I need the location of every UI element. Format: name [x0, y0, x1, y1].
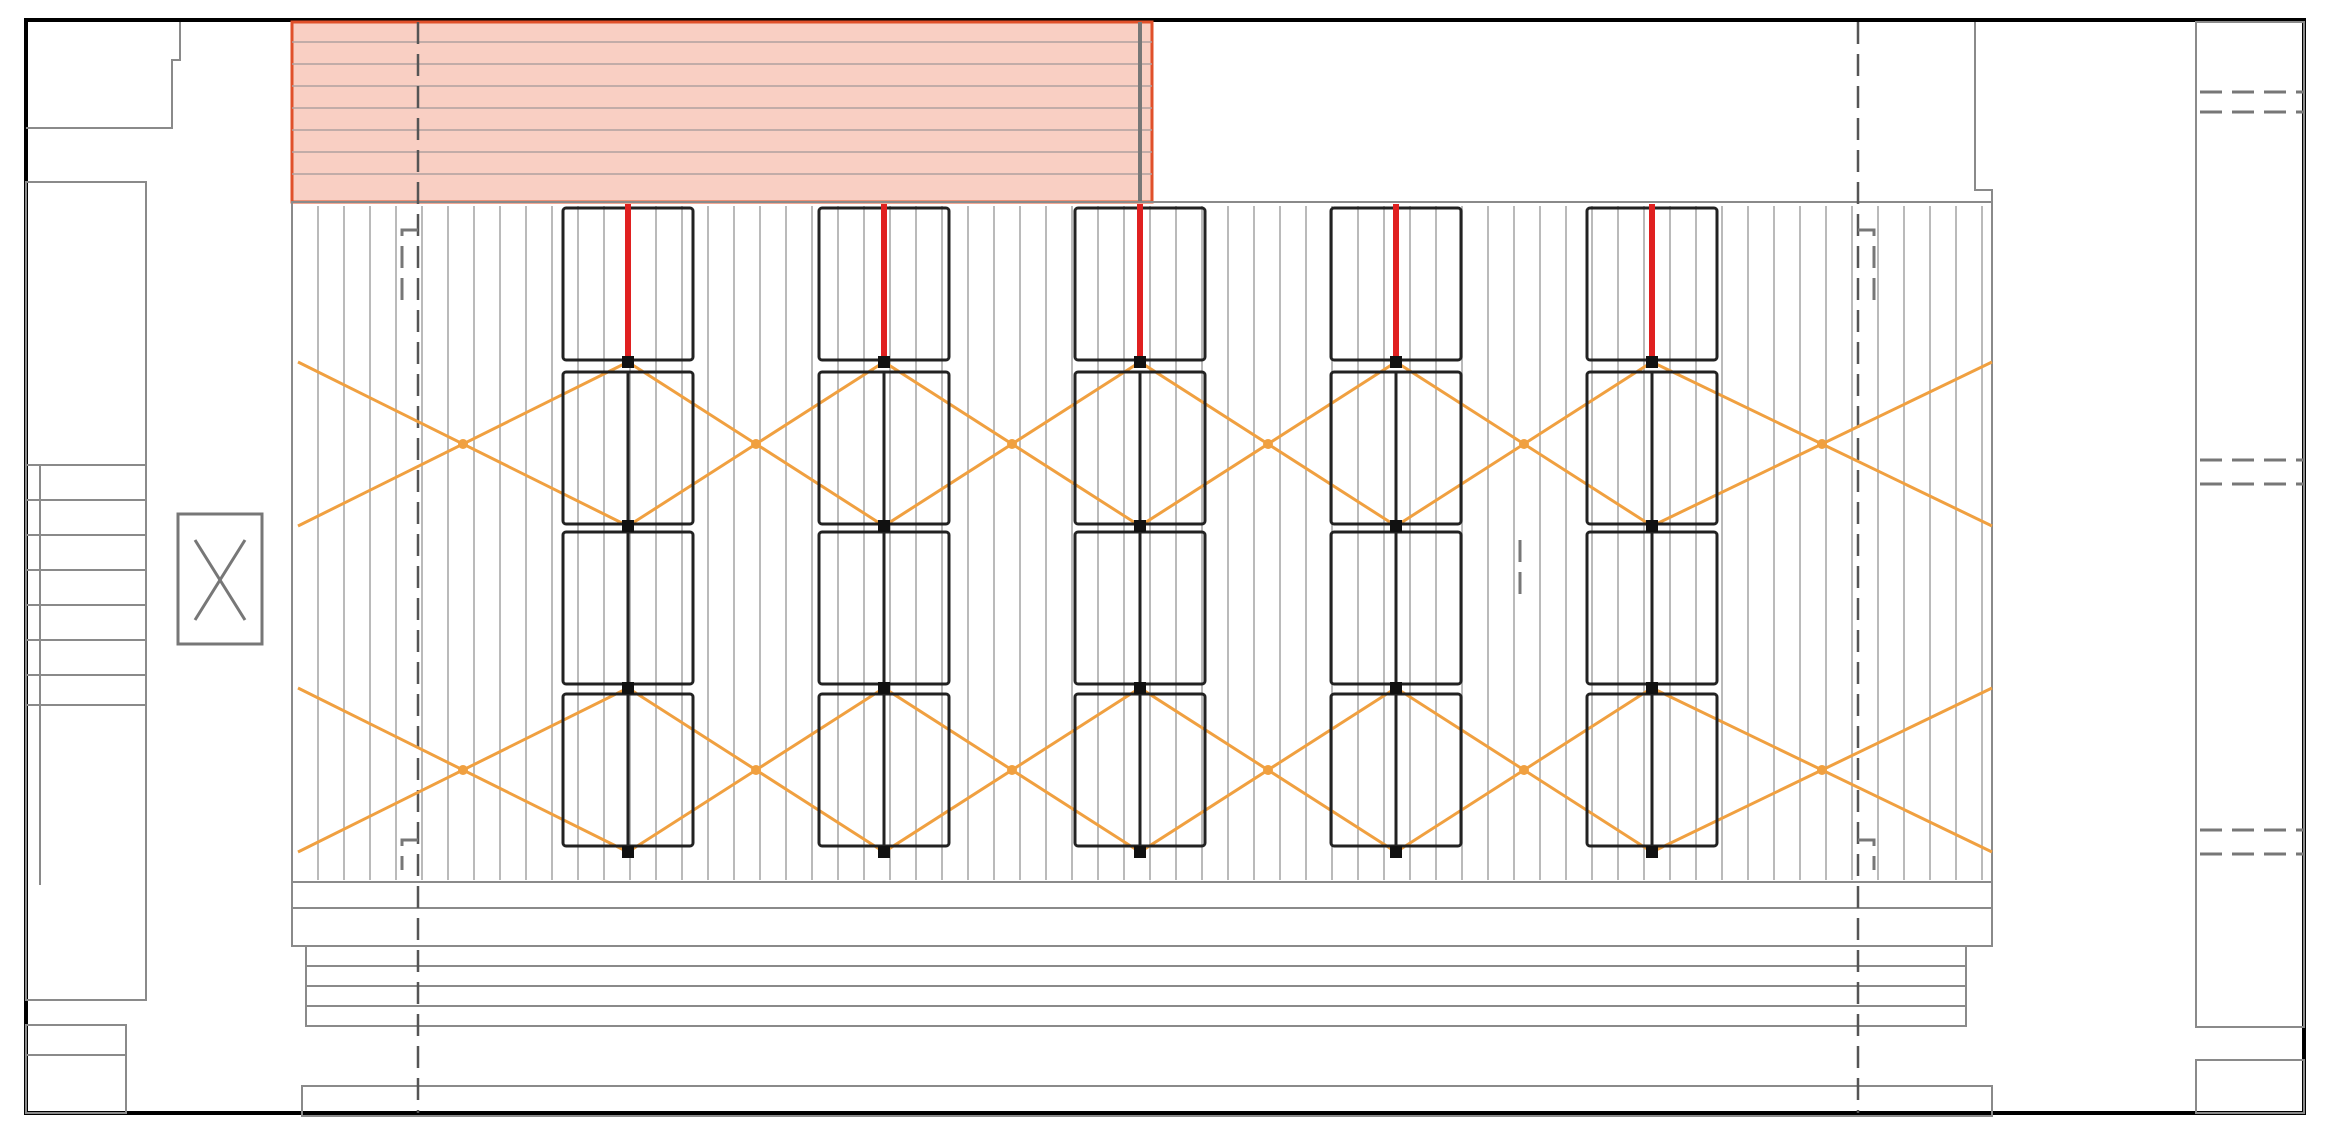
connection-node — [1390, 846, 1402, 858]
connection-node — [878, 682, 890, 694]
structural-bays — [561, 204, 1719, 858]
connection-node — [622, 356, 634, 368]
vent-symbol — [176, 512, 264, 646]
connection-node — [878, 520, 890, 532]
bay-column — [817, 204, 951, 858]
brace-node — [1007, 439, 1017, 449]
brace-node — [1519, 439, 1529, 449]
left-structures — [25, 22, 181, 1114]
connection-node — [1134, 520, 1146, 532]
connection-node — [1134, 356, 1146, 368]
bay-column — [1073, 204, 1207, 858]
connection-node — [622, 520, 634, 532]
brace-node — [1263, 765, 1273, 775]
connection-node — [1134, 682, 1146, 694]
brace-node — [1817, 439, 1827, 449]
connection-node — [1390, 682, 1402, 694]
connection-node — [1646, 356, 1658, 368]
connection-node — [1134, 846, 1146, 858]
cross-bracing — [297, 360, 1993, 854]
brace-node — [751, 439, 761, 449]
connection-node — [1646, 846, 1658, 858]
connection-node — [1646, 682, 1658, 694]
connection-node — [1390, 356, 1402, 368]
right-structures — [2195, 21, 2305, 1114]
connection-node — [1390, 520, 1402, 532]
highlighted-zone — [290, 20, 1154, 204]
bay-column — [1329, 204, 1463, 858]
connection-node — [622, 846, 634, 858]
brace-node — [1519, 765, 1529, 775]
brace-node — [751, 765, 761, 775]
brace-node — [1007, 765, 1017, 775]
brace-node — [458, 439, 468, 449]
connection-node — [622, 682, 634, 694]
deck-slats — [317, 206, 1983, 880]
bay-column — [561, 204, 695, 858]
brace-node — [1263, 439, 1273, 449]
bay-column — [1585, 204, 1719, 858]
grid-axis-lines — [400, 22, 1876, 1113]
connection-node — [878, 846, 890, 858]
connection-node — [878, 356, 890, 368]
deck-outline — [291, 22, 1993, 1117]
brace-node — [458, 765, 468, 775]
brace-node — [1817, 765, 1827, 775]
connection-node — [1646, 520, 1658, 532]
